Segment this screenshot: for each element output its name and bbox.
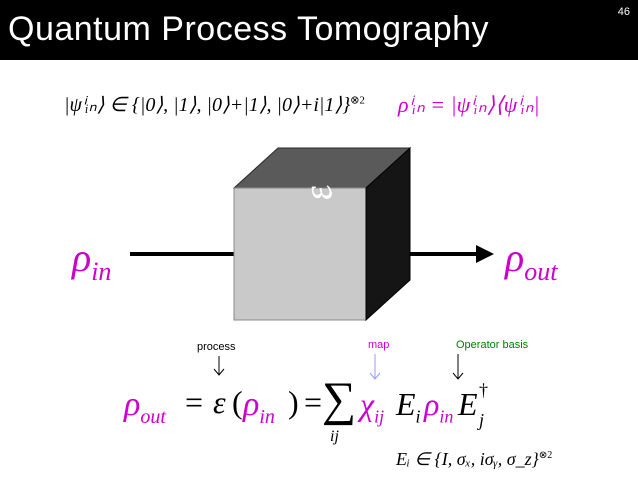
basis-equation: Eᵢ ∈ {I, σₓ, iσᵧ, σ_z}⊗2	[396, 449, 552, 470]
input-states-text: |ψⁱᵢₙ⟩ ∈ {|0⟩, |1⟩, |0⟩+|1⟩, |0⟩+i|1⟩}	[64, 94, 351, 116]
cube-right-face	[365, 146, 411, 322]
chi-term: χij	[360, 386, 384, 427]
process-annotation: process	[197, 341, 236, 353]
density-input-equation: ρⁱᵢₙ = |ψⁱᵢₙ⟩⟨ψⁱᵢₙ|	[398, 92, 540, 118]
open-paren: (	[232, 384, 243, 420]
basis-exponent: ⊗2	[538, 450, 553, 461]
e-j-subscript: j	[479, 410, 485, 430]
e-i-symbol: E	[396, 386, 416, 422]
arg-rho: ρ	[243, 386, 260, 423]
rho-in-subscript: in	[91, 257, 112, 286]
e-j-symbol: E	[458, 386, 478, 422]
slide-title: Quantum Process Tomography	[8, 10, 490, 48]
equals-one: =	[185, 384, 204, 420]
rho-out-subscript: out	[524, 257, 558, 286]
map-arrow-head	[369, 372, 381, 380]
rho-out-label: ρout	[505, 234, 557, 287]
rho-in-symbol: ρ	[72, 235, 92, 280]
e-i-subscript: i	[415, 406, 421, 427]
sum-symbol: ∑	[322, 373, 357, 426]
basis-arrow-head	[452, 372, 464, 380]
page-number: 46	[617, 6, 630, 18]
arg-subscript: in	[259, 405, 275, 428]
rho-mid-subscript: in	[439, 406, 454, 427]
input-states-equation: |ψⁱᵢₙ⟩ ∈ {|0⟩, |1⟩, |0⟩+|1⟩, |0⟩+i|1⟩}⊗2	[64, 92, 365, 117]
lhs-rho-out: ρout	[124, 386, 166, 429]
rho-in-label: ρin	[72, 234, 111, 287]
epsilon-symbol: ε	[213, 384, 226, 420]
e-i-term: Ei	[396, 386, 421, 427]
rho-mid-symbol: ρ	[424, 386, 440, 422]
input-states-exponent: ⊗2	[350, 94, 365, 107]
sum-index: ij	[330, 428, 339, 445]
e-j-dagger: †	[479, 380, 488, 400]
chi-symbol: χ	[360, 386, 375, 422]
operator-basis-annotation: Operator basis	[456, 339, 529, 351]
e-j-dagger-term: E	[458, 386, 478, 423]
equals-two: =	[304, 384, 323, 420]
close-paren: )	[288, 384, 299, 420]
map-annotation: map	[368, 339, 390, 351]
basis-text: Eᵢ ∈ {I, σₓ, iσᵧ, σ_z}	[396, 449, 539, 469]
rho-out-symbol: ρ	[505, 235, 525, 280]
lhs-rho: ρ	[124, 386, 141, 423]
title-bar: Quantum Process Tomography 46	[0, 0, 638, 60]
arg-rho-in: ρin	[243, 386, 275, 429]
rho-mid-term: ρin	[424, 386, 453, 427]
lhs-subscript: out	[140, 405, 166, 428]
density-input-text: ρⁱᵢₙ = |ψⁱᵢₙ⟩⟨ψⁱᵢₙ|	[398, 92, 540, 117]
chi-subscript: ij	[374, 406, 385, 427]
output-arrowhead	[476, 245, 494, 263]
process-arrow-head	[213, 368, 225, 376]
